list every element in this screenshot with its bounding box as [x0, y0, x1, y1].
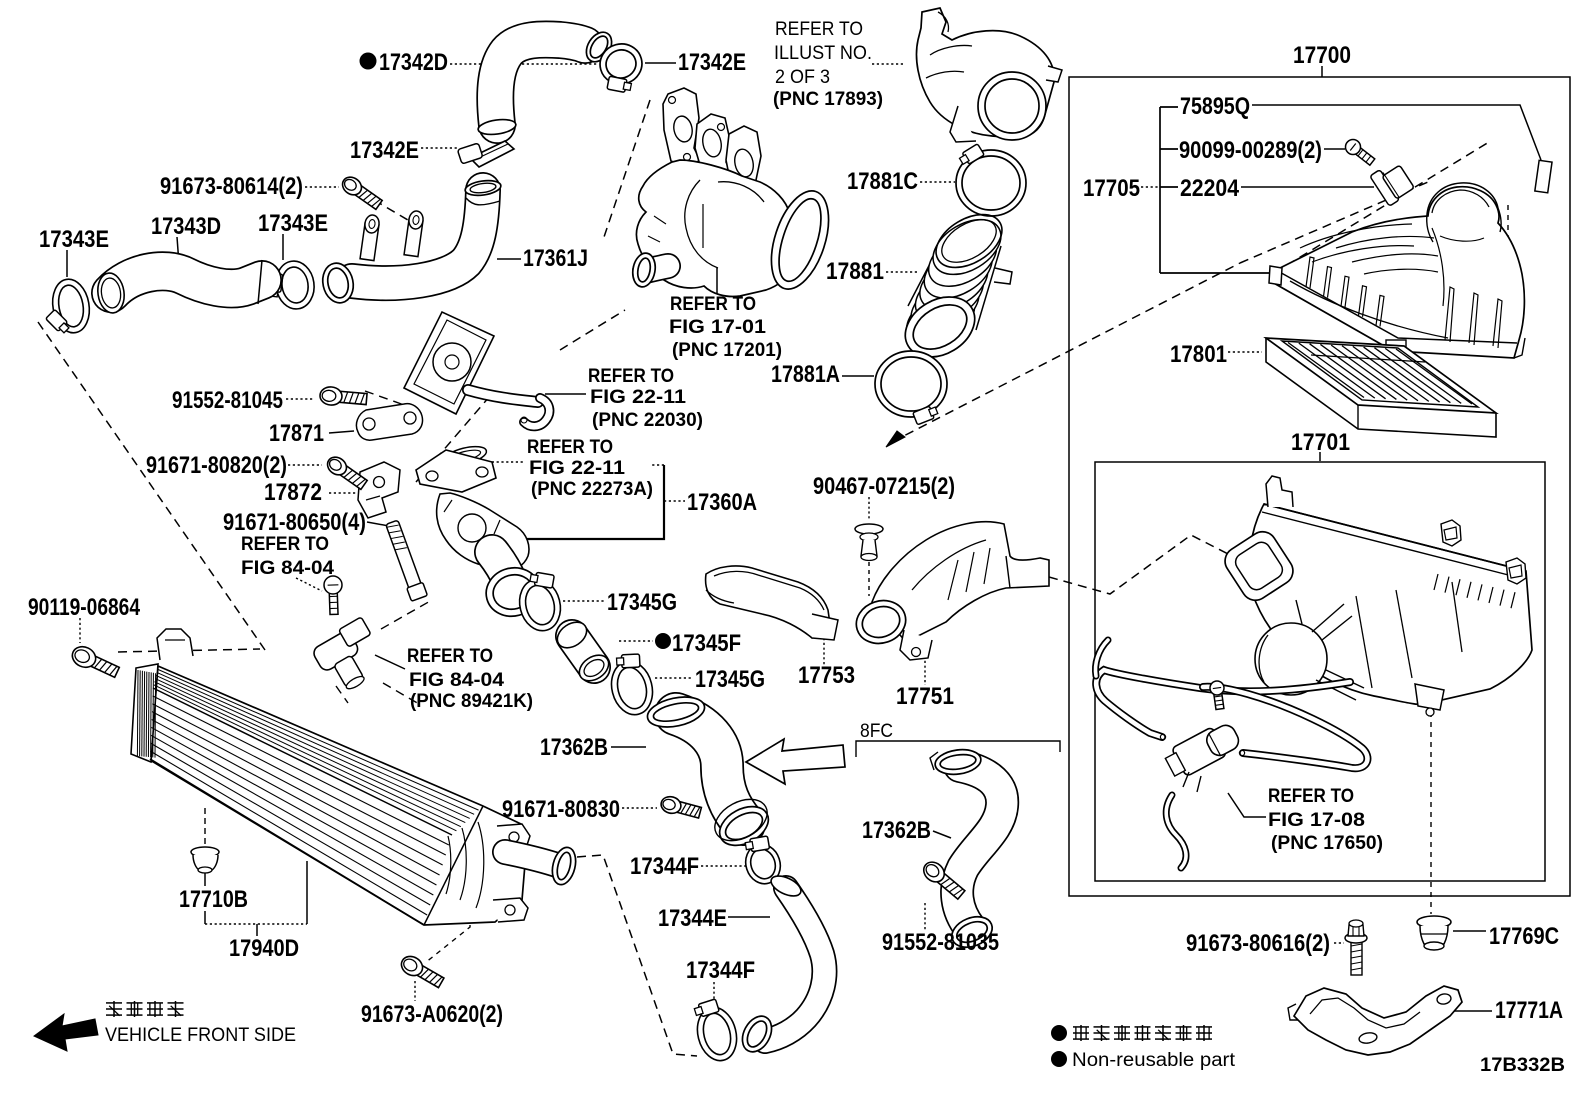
- svg-text:17361J: 17361J: [523, 245, 588, 272]
- svg-text:REFER TO: REFER TO: [670, 294, 756, 315]
- svg-text:17700: 17700: [1293, 42, 1351, 69]
- svg-text:FIG 84-04: FIG 84-04: [241, 558, 334, 579]
- svg-text:(PNC 89421K): (PNC 89421K): [410, 691, 533, 712]
- svg-text:17769C: 17769C: [1489, 923, 1559, 950]
- svg-text:17345F: 17345F: [672, 630, 741, 657]
- svg-text:REFER TO: REFER TO: [588, 366, 674, 387]
- svg-text:FIG 17-08: FIG 17-08: [1268, 810, 1365, 831]
- svg-text:17342E: 17342E: [678, 49, 746, 76]
- svg-text:90099-00289(2): 90099-00289(2): [1179, 137, 1322, 164]
- svg-text:22204: 22204: [1180, 175, 1240, 202]
- svg-text:17872: 17872: [264, 479, 322, 506]
- svg-text:91552-81035: 91552-81035: [882, 929, 999, 956]
- svg-text:17344E: 17344E: [658, 905, 727, 932]
- svg-text:(PNC 22273A): (PNC 22273A): [531, 479, 653, 500]
- svg-text:17343E: 17343E: [39, 226, 109, 253]
- svg-text:8FC: 8FC: [860, 721, 893, 742]
- svg-text:(PNC 17201): (PNC 17201): [672, 340, 782, 361]
- svg-text:(PNC 17650): (PNC 17650): [1271, 833, 1383, 854]
- svg-text:REFER TO: REFER TO: [1268, 786, 1354, 807]
- svg-text:REFER TO: REFER TO: [241, 534, 329, 555]
- svg-text:17881A: 17881A: [771, 361, 840, 388]
- svg-text:17345G: 17345G: [695, 666, 765, 693]
- svg-text:17B332B: 17B332B: [1480, 1055, 1565, 1076]
- svg-text:17362B: 17362B: [862, 817, 931, 844]
- svg-text:17345G: 17345G: [607, 589, 677, 616]
- svg-text:17343E: 17343E: [258, 210, 328, 237]
- svg-text:91673-80616(2): 91673-80616(2): [1186, 930, 1330, 957]
- svg-text:FIG 17-01: FIG 17-01: [669, 317, 766, 338]
- svg-text:VEHICLE FRONT SIDE: VEHICLE FRONT SIDE: [105, 1025, 296, 1046]
- svg-text:17871: 17871: [269, 420, 324, 447]
- svg-text:17751: 17751: [896, 683, 954, 710]
- svg-text:2 OF 3: 2 OF 3: [775, 67, 830, 88]
- svg-text:17360A: 17360A: [687, 489, 757, 516]
- svg-text:17342E: 17342E: [350, 137, 419, 164]
- svg-text:91552-81045: 91552-81045: [172, 387, 283, 414]
- svg-text:91671-80820(2): 91671-80820(2): [146, 452, 287, 479]
- svg-text:FIG 84-04: FIG 84-04: [409, 670, 504, 691]
- svg-text:17343D: 17343D: [151, 213, 221, 240]
- svg-text:REFER TO: REFER TO: [407, 646, 493, 667]
- svg-text:REFER TO: REFER TO: [527, 437, 613, 458]
- svg-text:75895Q: 75895Q: [1180, 93, 1250, 120]
- svg-text:17362B: 17362B: [540, 734, 608, 761]
- svg-text:17801: 17801: [1170, 341, 1227, 368]
- svg-text:17344F: 17344F: [686, 957, 755, 984]
- svg-text:REFER TO: REFER TO: [775, 19, 863, 40]
- svg-text:FIG 22-11: FIG 22-11: [590, 387, 686, 408]
- svg-text:Non-reusable part: Non-reusable part: [1072, 1050, 1236, 1071]
- svg-text:91673-A0620(2): 91673-A0620(2): [361, 1001, 503, 1028]
- svg-text:91673-80614(2): 91673-80614(2): [160, 173, 303, 200]
- svg-text:90467-07215(2): 90467-07215(2): [813, 473, 955, 500]
- svg-text:17881: 17881: [826, 258, 884, 285]
- svg-text:91671-80650(4): 91671-80650(4): [223, 509, 366, 536]
- svg-text:17344F: 17344F: [630, 853, 699, 880]
- svg-text:FIG 22-11: FIG 22-11: [529, 458, 625, 479]
- svg-text:17753: 17753: [798, 662, 855, 689]
- svg-text:17701: 17701: [1291, 429, 1350, 456]
- svg-text:90119-06864: 90119-06864: [28, 594, 141, 621]
- svg-text:(PNC 22030): (PNC 22030): [592, 410, 703, 431]
- svg-text:(PNC 17893): (PNC 17893): [773, 89, 883, 110]
- svg-text:17710B: 17710B: [179, 886, 248, 913]
- svg-text:17940D: 17940D: [229, 935, 299, 962]
- svg-text:ILLUST NO.: ILLUST NO.: [774, 43, 872, 64]
- svg-text:17881C: 17881C: [847, 168, 918, 195]
- svg-text:17342D: 17342D: [379, 49, 448, 76]
- svg-text:91671-80830: 91671-80830: [502, 796, 620, 823]
- svg-text:17771A: 17771A: [1495, 997, 1563, 1024]
- svg-text:17705: 17705: [1083, 175, 1140, 202]
